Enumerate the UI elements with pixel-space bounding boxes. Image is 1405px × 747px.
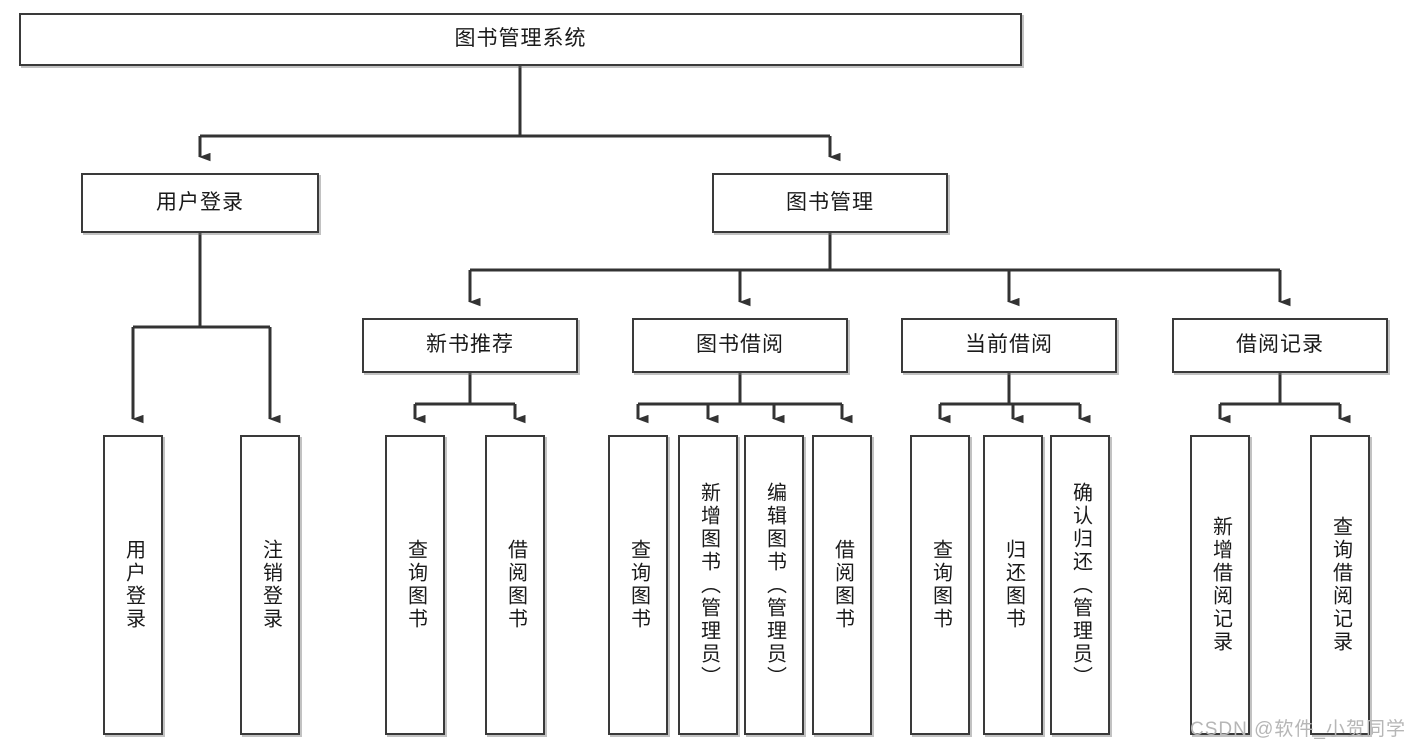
node-book-borrow[interactable]: 图书借阅 [632, 318, 848, 373]
node-leaf-rec-add-label: 新增借阅记录 [1209, 516, 1232, 654]
node-leaf-rec-borrow-label: 借阅图书 [504, 539, 527, 631]
node-user-login[interactable]: 用户登录 [81, 173, 319, 233]
node-leaf-borrow-add-label: 新增图书（管理员） [697, 481, 720, 689]
node-leaf-cur-return-label: 归还图书 [1002, 539, 1025, 631]
node-leaf-borrow-lend[interactable]: 借阅图书 [812, 435, 872, 735]
node-borrow-record[interactable]: 借阅记录 [1172, 318, 1388, 373]
node-leaf-rec-borrow[interactable]: 借阅图书 [485, 435, 545, 735]
node-book-manage-label: 图书管理 [786, 190, 874, 214]
node-borrow-record-label: 借阅记录 [1236, 333, 1324, 357]
node-leaf-user-logout[interactable]: 注销登录 [240, 435, 300, 735]
node-leaf-rec-add[interactable]: 新增借阅记录 [1190, 435, 1250, 735]
node-leaf-cur-query[interactable]: 查询图书 [910, 435, 970, 735]
node-user-login-label: 用户登录 [156, 190, 244, 214]
node-leaf-borrow-query-label: 查询图书 [627, 539, 650, 631]
node-leaf-borrow-edit[interactable]: 编辑图书（管理员） [744, 435, 804, 735]
node-leaf-user-login[interactable]: 用户登录 [103, 435, 163, 735]
node-leaf-borrow-edit-label: 编辑图书（管理员） [763, 481, 786, 689]
node-new-book-rec-label: 新书推荐 [426, 333, 514, 357]
node-root[interactable]: 图书管理系统 [19, 13, 1022, 66]
node-leaf-rec-query-label: 查询图书 [404, 539, 427, 631]
node-leaf-cur-confirm[interactable]: 确认归还（管理员） [1050, 435, 1110, 735]
node-new-book-rec[interactable]: 新书推荐 [362, 318, 578, 373]
node-leaf-rec-search[interactable]: 查询借阅记录 [1310, 435, 1370, 735]
node-current-borrow-label: 当前借阅 [965, 333, 1053, 357]
node-leaf-cur-query-label: 查询图书 [929, 539, 952, 631]
node-leaf-rec-query[interactable]: 查询图书 [385, 435, 445, 735]
node-leaf-user-logout-label: 注销登录 [259, 539, 282, 631]
node-leaf-borrow-lend-label: 借阅图书 [831, 539, 854, 631]
node-leaf-rec-search-label: 查询借阅记录 [1329, 516, 1352, 654]
node-leaf-user-login-label: 用户登录 [122, 539, 145, 631]
node-book-borrow-label: 图书借阅 [696, 333, 784, 357]
node-leaf-cur-confirm-label: 确认归还（管理员） [1069, 481, 1092, 689]
node-leaf-cur-return[interactable]: 归还图书 [983, 435, 1043, 735]
node-root-label: 图书管理系统 [454, 27, 587, 51]
node-book-manage[interactable]: 图书管理 [712, 173, 948, 233]
node-leaf-borrow-query[interactable]: 查询图书 [608, 435, 668, 735]
node-leaf-borrow-add[interactable]: 新增图书（管理员） [678, 435, 738, 735]
node-current-borrow[interactable]: 当前借阅 [901, 318, 1117, 373]
